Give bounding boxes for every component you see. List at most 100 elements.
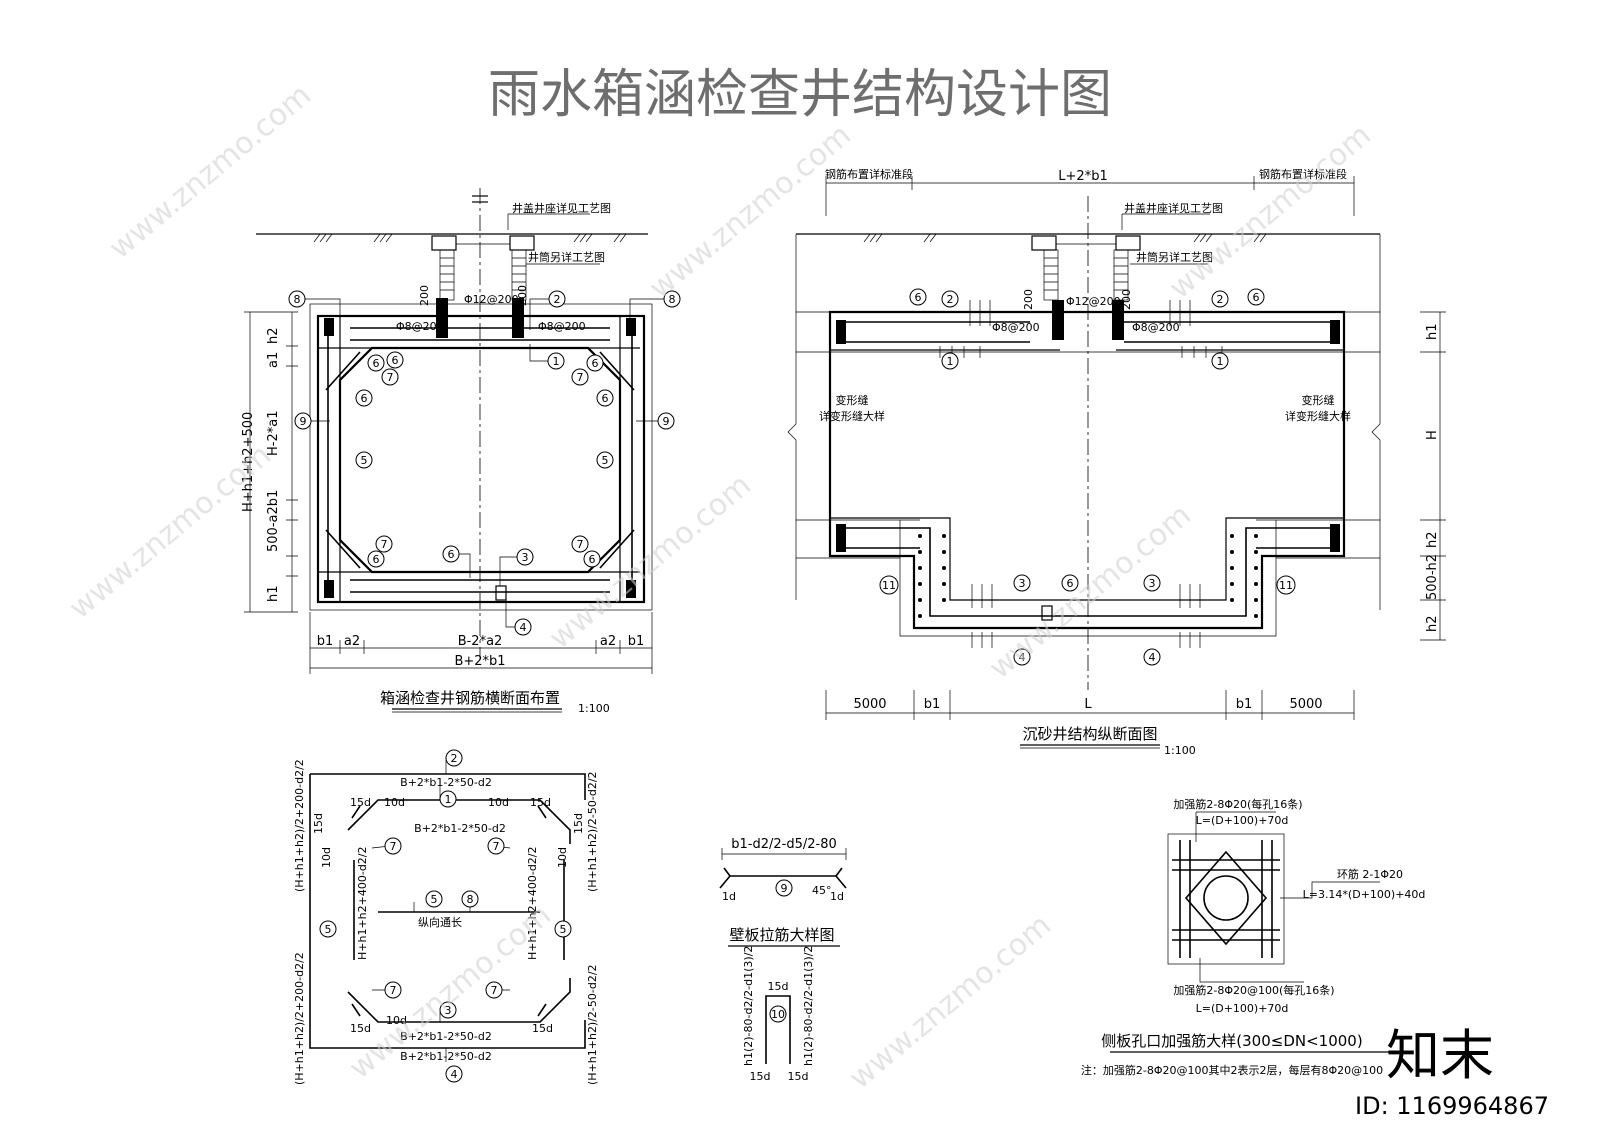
bubble-r-11-right: 11 (1276, 575, 1296, 595)
joint-note-left-1: 变形缝 (836, 393, 869, 407)
svg-text:5: 5 (361, 454, 368, 467)
bubble-r-1-right: 1 (1211, 352, 1229, 370)
dim-500-a2b1: 500-a2b1 (266, 490, 281, 552)
dim-r-h1: h1 (1425, 323, 1440, 340)
bubble-s-5-c: 5 (425, 890, 443, 908)
tie-angle: 45° (812, 884, 832, 897)
opening-ring-note-2: L=3.14*(D+100)+40d (1303, 888, 1426, 901)
len-10d-d: 10d (320, 847, 333, 868)
bubble-r-2-right: 2 (1211, 290, 1229, 308)
dim-h2: h2 (266, 327, 281, 344)
sheet-title: 雨水箱涵检查井结构设计图 (488, 65, 1112, 125)
svg-text:7: 7 (493, 840, 500, 853)
dim-r-500-h2: 500-h2 (1425, 554, 1440, 600)
watermark-site-8: www.znzmo.com (843, 908, 1058, 1097)
bubble-r-2-left: 2 (941, 290, 959, 308)
svg-text:5: 5 (325, 923, 332, 936)
schedule-right-top: (H+h1+h2)/2-50-d2/2 (586, 771, 599, 892)
schedule-bottom: B+2*b1-2*50-d2 (400, 1050, 492, 1063)
svg-text:5: 5 (602, 454, 609, 467)
bubble-6-d: 6 (355, 389, 373, 407)
bubble-6-f: 6 (367, 550, 385, 568)
bubble-s-3: 3 (439, 1001, 457, 1019)
dim-r-b1-right: b1 (1236, 697, 1253, 712)
svg-text:7: 7 (577, 538, 584, 551)
schedule-top: B+2*b1-2*50-d2 (400, 776, 492, 789)
bubble-s-2: 2 (445, 749, 463, 767)
opening-top-note-1: 加强筋2-8Φ20(每孔16条) (1173, 797, 1302, 811)
dim-b1-right: b1 (628, 634, 645, 649)
dim-l-2b1: L+2*b1 (1058, 169, 1107, 184)
bubble-r-6-right: 6 (1247, 288, 1265, 306)
stirrup-right-label: h1(2)-80-d2/2-d1(3)/2 (802, 946, 815, 1066)
schedule-inner-left: H+h1+h2+400-d2/2 (356, 846, 369, 960)
dim-200-right: 200 (516, 285, 529, 306)
rebar-label-r-right: Φ8@200 (1132, 321, 1180, 334)
bubble-9-left: 9 (294, 412, 312, 430)
bubble-8-right: 8 (663, 290, 681, 308)
svg-text:7: 7 (491, 984, 498, 997)
svg-text:9: 9 (663, 415, 670, 428)
len-15d-f: 15d (572, 813, 585, 834)
svg-text:7: 7 (390, 984, 397, 997)
dim-200-left: 200 (418, 285, 431, 306)
bubble-r-6-left: 6 (909, 288, 927, 306)
dim-r-5000-right: 5000 (1289, 697, 1322, 712)
svg-text:11: 11 (1279, 579, 1293, 592)
svg-text:6: 6 (915, 291, 922, 304)
dim-r-5000-left: 5000 (853, 697, 886, 712)
note-manhole-cover-r: 井盖井座详见工艺图 (1124, 201, 1223, 215)
bubble-r-1-left: 1 (941, 352, 959, 370)
opening-bottom-note-2: L=(D+100)+70d (1196, 1002, 1289, 1015)
stirrup-bottom-left: 15d (750, 1070, 771, 1083)
dim-total-height: H+h1+h2+500 (241, 412, 256, 512)
dim-a2-right: a2 (600, 634, 616, 649)
svg-text:8: 8 (294, 293, 301, 306)
dim-b-2a2: B-2*a2 (458, 634, 503, 649)
stirrup-top: 15d (768, 980, 789, 993)
dim-h1: h1 (266, 585, 281, 602)
cross-section-scale: 1:100 (578, 702, 610, 715)
watermark-site-1: www.znzmo.com (103, 78, 318, 267)
svg-text:2: 2 (1217, 293, 1224, 306)
bubble-2-top: 2 (548, 290, 566, 308)
bubble-r-11-left: 11 (879, 575, 899, 595)
bubble-s-7-br: 7 (485, 981, 503, 999)
joint-note-left-2: 详变形缝大样 (819, 409, 885, 423)
opening-top-note-2: L=(D+100)+70d (1196, 814, 1289, 827)
bubble-s-8-c: 8 (461, 890, 479, 908)
rebar-label-left: Φ8@200 (396, 320, 444, 333)
svg-text:8: 8 (669, 293, 676, 306)
svg-text:7: 7 (387, 371, 394, 384)
bubble-4-bottom: 4 (514, 618, 532, 636)
schedule-center-note: 纵向通长 (418, 915, 462, 929)
rebar-label-top: Φ12@200 (464, 293, 519, 306)
cross-section-caption: 箱涵检查井钢筋横断面布置 (380, 689, 560, 707)
dim-200-r-right: 200 (1120, 289, 1133, 310)
tie-caption: 壁板拉筋大样图 (729, 926, 834, 944)
bubble-3-bottom: 3 (516, 548, 534, 566)
dim-standard-left: 钢筋布置详标准段 (825, 167, 913, 181)
svg-text:4: 4 (1149, 651, 1156, 664)
bubble-s-5-r: 5 (554, 920, 572, 938)
bubble-8-left: 8 (288, 290, 306, 308)
joint-note-right-1: 变形缝 (1302, 393, 1335, 407)
svg-text:6: 6 (373, 553, 380, 566)
svg-text:3: 3 (1149, 577, 1156, 590)
tie-dim: b1-d2/2-d5/2-80 (731, 837, 837, 852)
svg-text:1: 1 (1217, 355, 1224, 368)
len-15d-c: 15d (350, 1022, 371, 1035)
svg-text:6: 6 (373, 357, 380, 370)
bubble-6-e: 6 (596, 389, 614, 407)
schedule-bottom-inner: B+2*b1-2*50-d2 (400, 1030, 492, 1043)
dim-a1-top: a1 (266, 352, 281, 368)
svg-text:4: 4 (520, 621, 527, 634)
watermark-site-2: www.znzmo.com (643, 118, 858, 307)
stirrup-left-label: h1(2)-80-d2/2-d1(3)/2 (742, 946, 755, 1066)
bubble-r-4-left: 4 (1013, 648, 1031, 666)
note-manhole-cover: 井盖井座详见工艺图 (512, 201, 611, 215)
bubble-7-d: 7 (571, 535, 589, 553)
opening-detail: 加强筋2-8Φ20(每孔16条) L=(D+100)+70d 环筋 2-1Φ20… (1081, 797, 1426, 1077)
tie-hook-right: 1d (830, 890, 844, 903)
